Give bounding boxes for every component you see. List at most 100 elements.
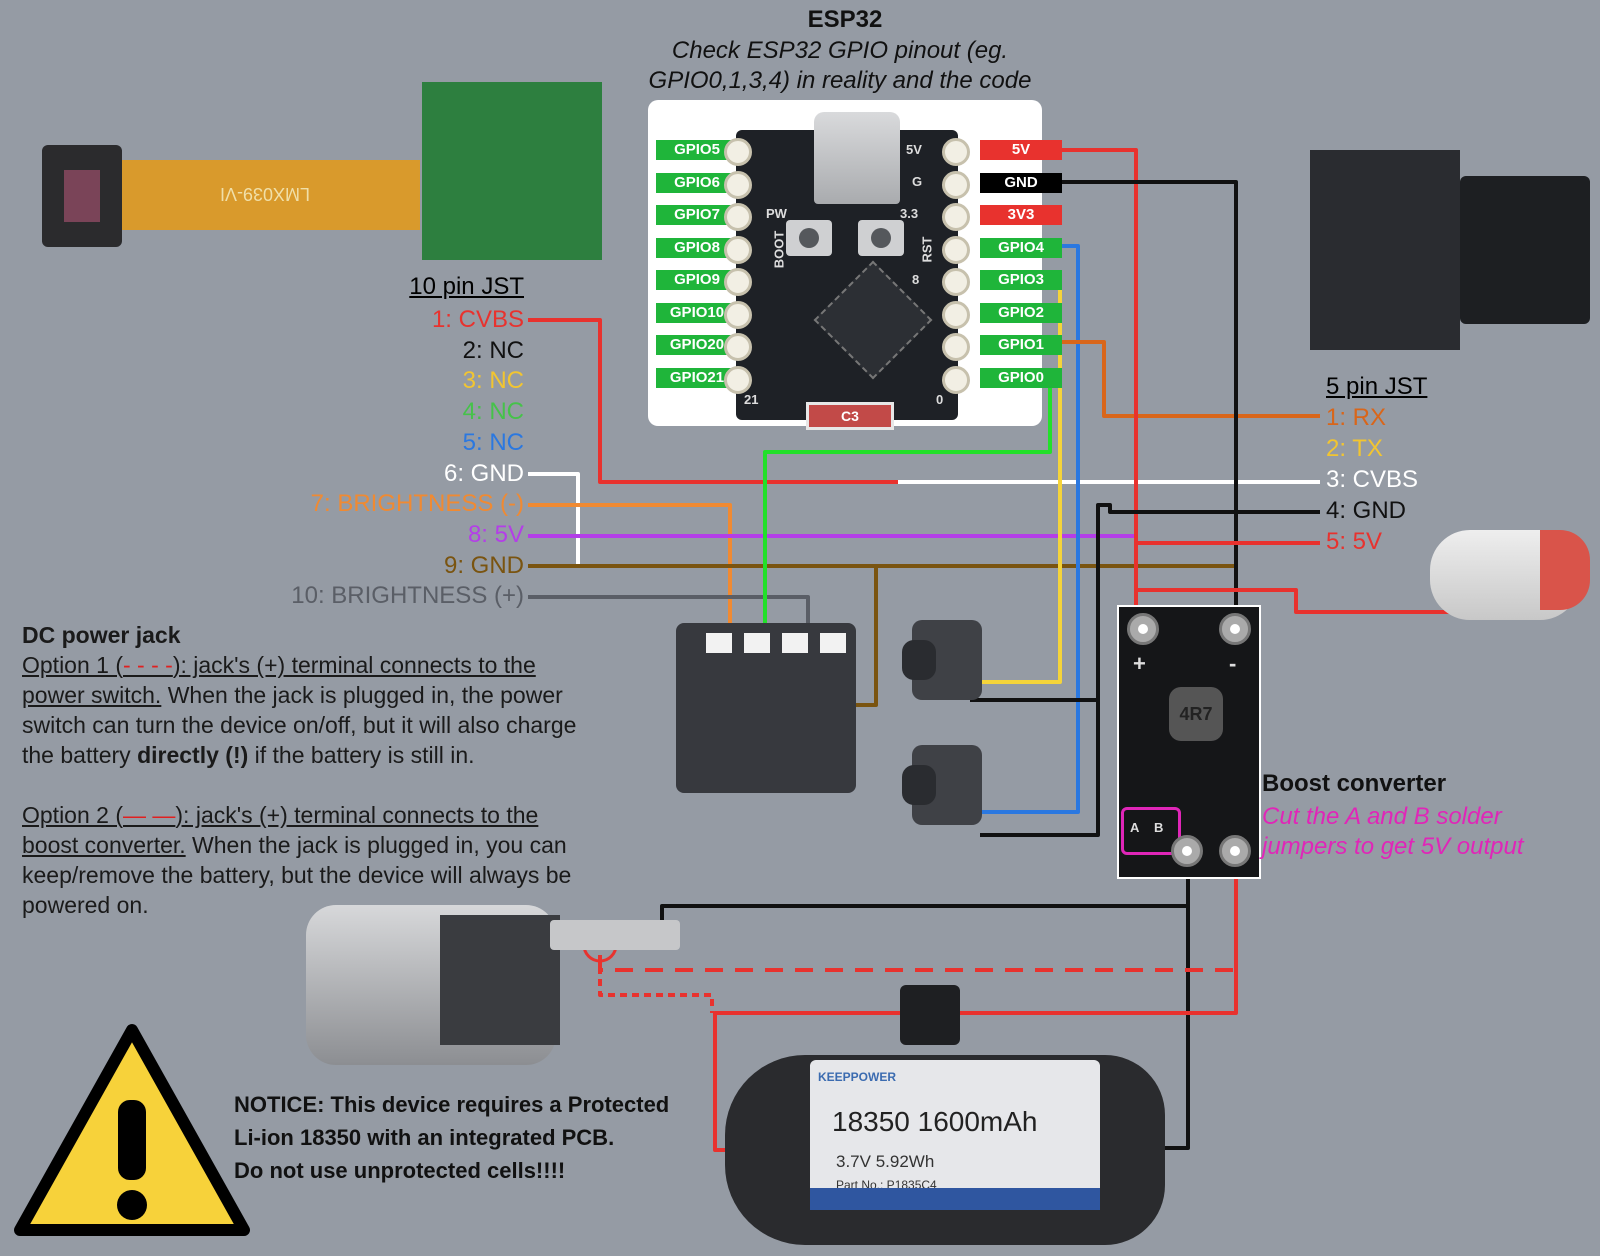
dc-jack-note: DC power jack Option 1 (- - - -): jack's…	[22, 620, 662, 920]
notice-line3: Do not use unprotected cells!!!!	[234, 1158, 566, 1183]
thermal-camera-body-icon	[1310, 150, 1460, 350]
wire-gpio1-rx	[1042, 340, 1320, 418]
battery-brand: KEEPPOWER	[818, 1070, 897, 1084]
silk-21: 21	[744, 392, 759, 407]
battery-notice: NOTICE: This device requires a Protected…	[234, 1088, 669, 1187]
esp32-pcb: 5V G 3.3 PW BOOT RST 8 21 0 C3	[724, 112, 970, 430]
warning-triangle-icon	[14, 1024, 250, 1236]
pcb-pad-icon	[724, 300, 752, 329]
silk-3v3: 3.3	[900, 206, 919, 221]
pcb-pad-icon	[724, 170, 752, 199]
pcb-pad-icon	[724, 333, 752, 361]
jst10-title: 10 pin JST	[409, 273, 524, 300]
pcb-pad-icon	[724, 203, 752, 231]
wire-jack-option1	[598, 955, 714, 1013]
pcb-pad-icon	[724, 268, 752, 296]
dc-jack-title: DC power jack	[22, 622, 181, 648]
esp32-subtitle-line2: GPIO0,1,3,4) in reality and the code	[648, 67, 1032, 94]
silk-rst: RST	[919, 236, 935, 263]
esp32-pin-label: GPIO9	[656, 270, 738, 290]
jst10-pin-label: 7: BRIGHTNESS (-)	[310, 490, 524, 518]
display-driver-board-icon	[422, 82, 602, 260]
c3-label: C3	[806, 402, 894, 430]
wire-jst5-gnd	[980, 503, 1320, 837]
tact-switch-1-icon[interactable]	[902, 620, 982, 700]
thermal-camera-lens-icon	[1460, 176, 1590, 324]
wire-jack-option2	[598, 955, 1236, 972]
pcb-pad-icon	[942, 333, 970, 361]
silk-0: 0	[936, 392, 944, 407]
option1-line2: power switch. When the jack is plugged i…	[22, 682, 563, 708]
pcb-pad-icon	[942, 203, 970, 231]
display-flex-text: LMX039-VI	[220, 184, 311, 204]
esp32-pin-label: GPIO6	[656, 172, 738, 193]
boost-minus-silk: -	[1229, 651, 1237, 676]
boost-converter-board: + - 4R7 A B	[1117, 605, 1261, 879]
jst10-pin-label: 8: 5V	[467, 520, 524, 548]
boost-converter-title: Boost converter	[1262, 770, 1447, 797]
jumper-a: A	[1130, 820, 1140, 835]
display-flex-cable	[120, 160, 420, 230]
jst-connector-icon	[676, 623, 856, 793]
option2-line2: boost converter. When the jack is plugge…	[22, 832, 567, 858]
pcb-pad-icon	[724, 235, 752, 264]
jst5-title: 5 pin JST	[1326, 373, 1428, 400]
boost-note-line2: jumpers to get 5V output	[1262, 833, 1524, 860]
option1-line1: Option 1 (- - - -): jack's (+) terminal …	[22, 652, 536, 678]
wire-boost-5v-cap	[1136, 588, 1450, 614]
inductor-4r7: 4R7	[1169, 687, 1223, 741]
microdisplay-icon	[42, 145, 122, 247]
wire-boost-in-plus	[713, 850, 1238, 1152]
capacitor-top-icon	[1540, 530, 1590, 610]
pcb-pad-icon	[942, 365, 970, 394]
option2-line3: keep/remove the battery, but the device …	[22, 862, 572, 888]
esp32-pin-label: GPIO0	[980, 367, 1062, 388]
usb-c-connector-icon	[814, 112, 900, 204]
esp32-pin-label: GPIO21	[656, 367, 738, 388]
esp32-pin-label: GPIO1	[980, 335, 1062, 355]
battery-capacity: 18350 1600mAh	[832, 1106, 1038, 1137]
wire-cvbs-red	[528, 318, 898, 484]
silk-pw: PW	[766, 206, 787, 221]
wire-gnd6-white	[528, 472, 580, 566]
silk-8: 8	[912, 272, 920, 287]
jst10-pin-label: 10: BRIGHTNESS (+)	[291, 582, 524, 610]
battery-spec: 3.7V 5.92Wh	[836, 1152, 935, 1171]
esp32-pin-label: GPIO5	[656, 140, 738, 160]
tact-switch-2-icon[interactable]	[902, 745, 982, 825]
pcb-pad-icon	[942, 268, 970, 296]
esp32-pin-label: 3V3	[980, 205, 1062, 225]
wire-gnd9-brown	[528, 564, 1236, 707]
ab-jumper-highlight: A B	[1121, 807, 1181, 855]
dc-jack-terminal-icon	[550, 920, 680, 950]
esp32-subtitle-line1: Check ESP32 GPIO pinout (eg.	[671, 37, 1009, 64]
jst5-pin-label: 4: GND	[1326, 497, 1407, 524]
option2-line4: powered on.	[22, 892, 149, 918]
power-switch-icon[interactable]	[900, 985, 960, 1045]
esp32-pin-label: GPIO10	[656, 302, 738, 323]
jst10-pin-label: 5: NC	[462, 428, 524, 456]
battery-label: KEEPPOWER 18350 1600mAh 3.7V 5.92Wh Part…	[810, 1060, 1100, 1210]
notice-line2: Li-ion 18350 with an integrated PCB.	[234, 1125, 615, 1150]
esp32-pin-label: GPIO8	[656, 237, 738, 258]
jst5-pin-label: 2: TX	[1326, 435, 1383, 462]
option1-line3: switch can turn the device on/off, but i…	[22, 712, 577, 738]
esp32-pin-label: GPIO20	[656, 335, 738, 355]
boot-button-icon	[786, 220, 832, 256]
reset-button-icon	[858, 220, 904, 256]
wire-5v-red	[1042, 148, 1138, 640]
jst10-pin-label: 2: NC	[462, 336, 524, 364]
jst10-pin-label: 1: CVBS	[431, 306, 524, 333]
esp32-pin-label: GPIO2	[980, 302, 1062, 323]
battery-label-strip	[810, 1188, 1100, 1210]
pcb-pad-icon	[942, 138, 970, 166]
notice-line1: NOTICE: This device requires a Protected	[234, 1092, 670, 1117]
jumper-b: B	[1154, 820, 1164, 835]
jst10-pin-label: 4: NC	[462, 398, 524, 426]
esp32-title: ESP32	[807, 6, 883, 33]
esp32-subtitle: Check ESP32 GPIO pinout (eg. GPIO0,1,3,4…	[630, 36, 1050, 96]
jst5-pin-label: 3: CVBS	[1326, 466, 1419, 493]
boost-in-minus-pad	[1219, 613, 1251, 645]
silk-boot: BOOT	[771, 230, 787, 269]
